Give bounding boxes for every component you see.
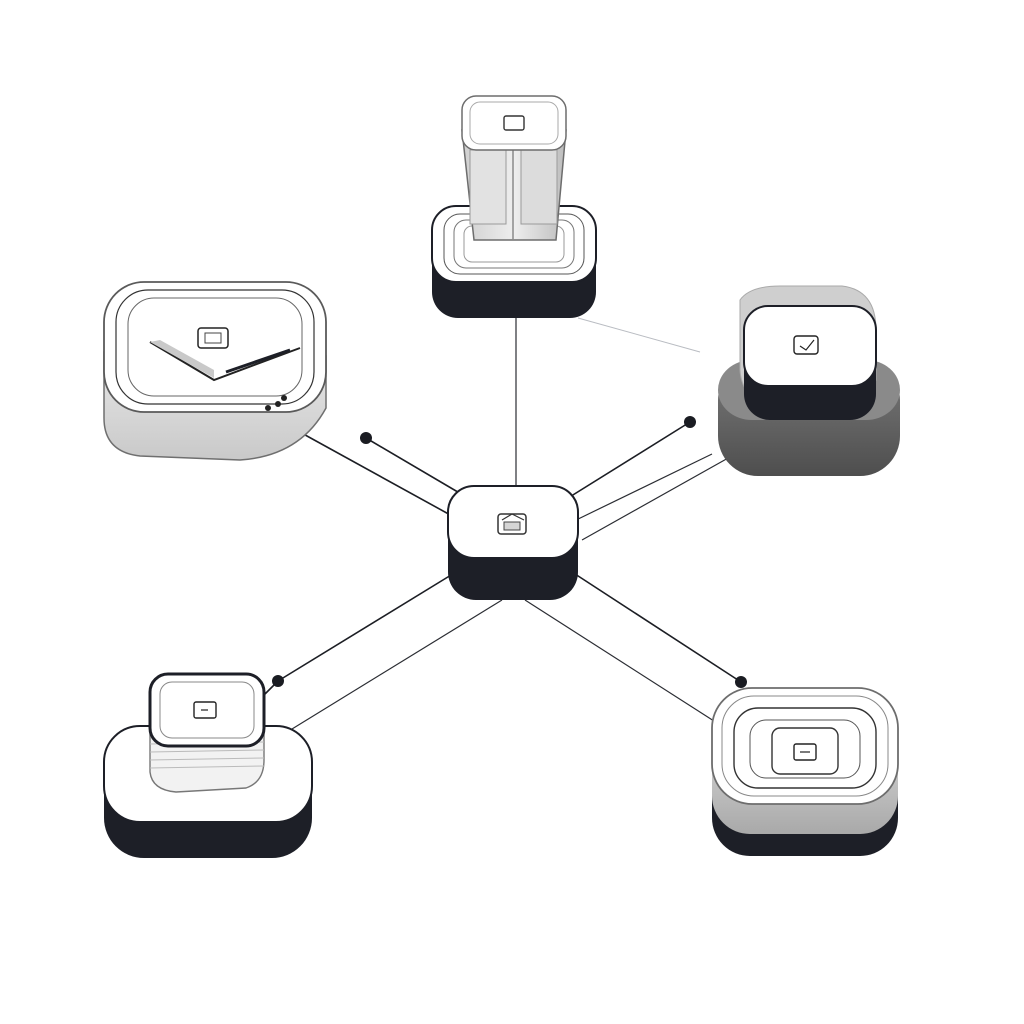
connector-bottom-left-inner — [291, 599, 503, 730]
square-panel-icon — [771, 727, 839, 775]
router-box-icon — [149, 327, 301, 382]
connector-dot — [735, 676, 747, 688]
node-top[interactable] — [431, 95, 597, 318]
connector-right-lower — [581, 447, 747, 541]
connector-left-inner — [365, 437, 469, 499]
node-bottom-right[interactable] — [711, 687, 899, 856]
connector-left-outer — [286, 424, 455, 518]
port-light — [281, 395, 287, 401]
connector-dot — [272, 675, 284, 687]
connector-bottom-right-outer — [571, 571, 742, 683]
tower-server-icon — [461, 95, 567, 241]
connectors — [261, 317, 747, 731]
node-right[interactable] — [718, 285, 900, 476]
node-bottom-left[interactable] — [103, 672, 313, 858]
connector-dot — [684, 416, 696, 428]
node-hub[interactable] — [447, 485, 579, 600]
connector-bottom-right-inner — [524, 599, 729, 731]
node-left[interactable] — [103, 281, 327, 461]
connector-bottom-left-outer — [277, 571, 457, 682]
stacked-module-icon — [793, 335, 819, 355]
storage-stack-icon — [148, 672, 266, 793]
connector-right-upper — [559, 421, 691, 504]
port-light — [265, 405, 271, 411]
connector-faint-top-right — [577, 317, 701, 353]
port-light — [275, 401, 281, 407]
connector-dot — [360, 432, 372, 444]
network-hub-icon — [497, 513, 527, 535]
connector-right-mid — [571, 453, 713, 523]
